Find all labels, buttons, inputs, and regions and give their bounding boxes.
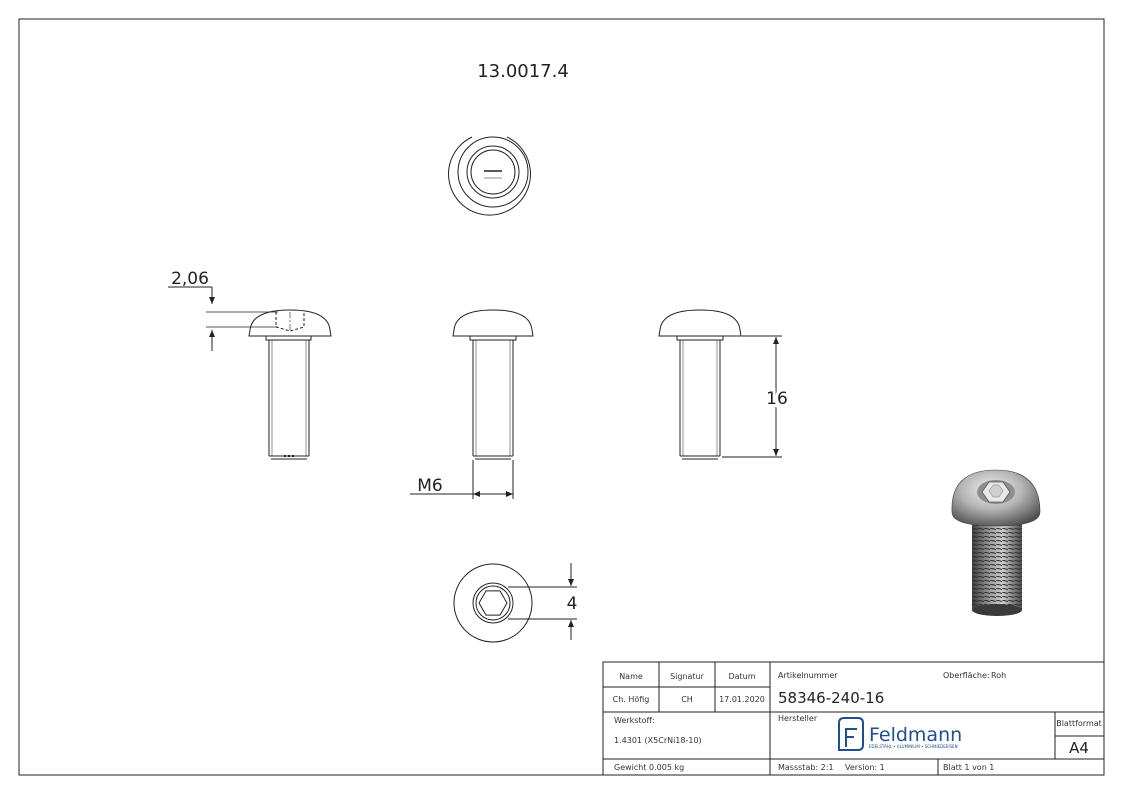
dimension-head-recess	[168, 286, 278, 351]
tb-sheet-format: A4	[1069, 739, 1089, 757]
tb-value-date: 17.01.2020	[719, 695, 765, 704]
title-block	[602, 661, 1105, 776]
top-view	[448, 136, 531, 216]
front-view	[452, 309, 534, 460]
tb-scale: Massstab: 2:1	[778, 763, 834, 772]
tb-manufacturer-label: Hersteller	[778, 714, 818, 723]
dimension-label-thread: M6	[417, 476, 442, 496]
tb-material-value: 1.4301 (X5CrNi18-10)	[614, 736, 702, 745]
bottom-view	[453, 563, 533, 643]
tb-sheet: Blatt 1 von 1	[943, 763, 994, 772]
tb-material-label: Werkstoff:	[614, 716, 655, 725]
tb-weight: Gewicht 0.005 kg	[614, 763, 684, 772]
tb-header-signature: Signatur	[670, 672, 705, 681]
dimension-length	[722, 335, 782, 458]
tb-surface-value: Roh	[991, 671, 1006, 680]
dimension-label-head-recess: 2,06	[171, 269, 209, 289]
sheet-border	[18, 18, 1105, 776]
tb-value-name: Ch. Höfig	[613, 695, 650, 704]
logo-subtext: EDELSTAHL • ALUMINIUM • SCHMIEDEEISEN	[869, 744, 958, 749]
feldmann-logo-icon	[838, 717, 864, 751]
tb-sheet-format-label: Blattformat	[1056, 719, 1102, 728]
logo-text: Feldmann	[869, 724, 962, 746]
tb-article-number: 58346-240-16	[778, 689, 884, 707]
tb-surface-label: Oberfläche:	[943, 671, 990, 680]
feldmann-logo: Feldmann EDELSTAHL • ALUMINIUM • SCHMIED…	[838, 717, 962, 751]
tb-article-number-label: Artikelnummer	[778, 671, 838, 680]
dimension-label-hex-socket: 4	[567, 594, 578, 614]
dimension-label-length: 16	[766, 389, 788, 409]
tb-value-signature: CH	[681, 695, 693, 704]
dimension-hex-socket	[508, 563, 577, 640]
tb-header-date: Datum	[728, 672, 755, 681]
side-view	[658, 309, 742, 460]
tb-version: Version: 1	[845, 763, 885, 772]
part-number-title: 13.0017.4	[477, 61, 569, 82]
front-view-section	[248, 309, 332, 460]
tb-header-name: Name	[619, 672, 643, 681]
dimension-thread	[410, 460, 514, 499]
isometric-render	[951, 469, 1041, 616]
